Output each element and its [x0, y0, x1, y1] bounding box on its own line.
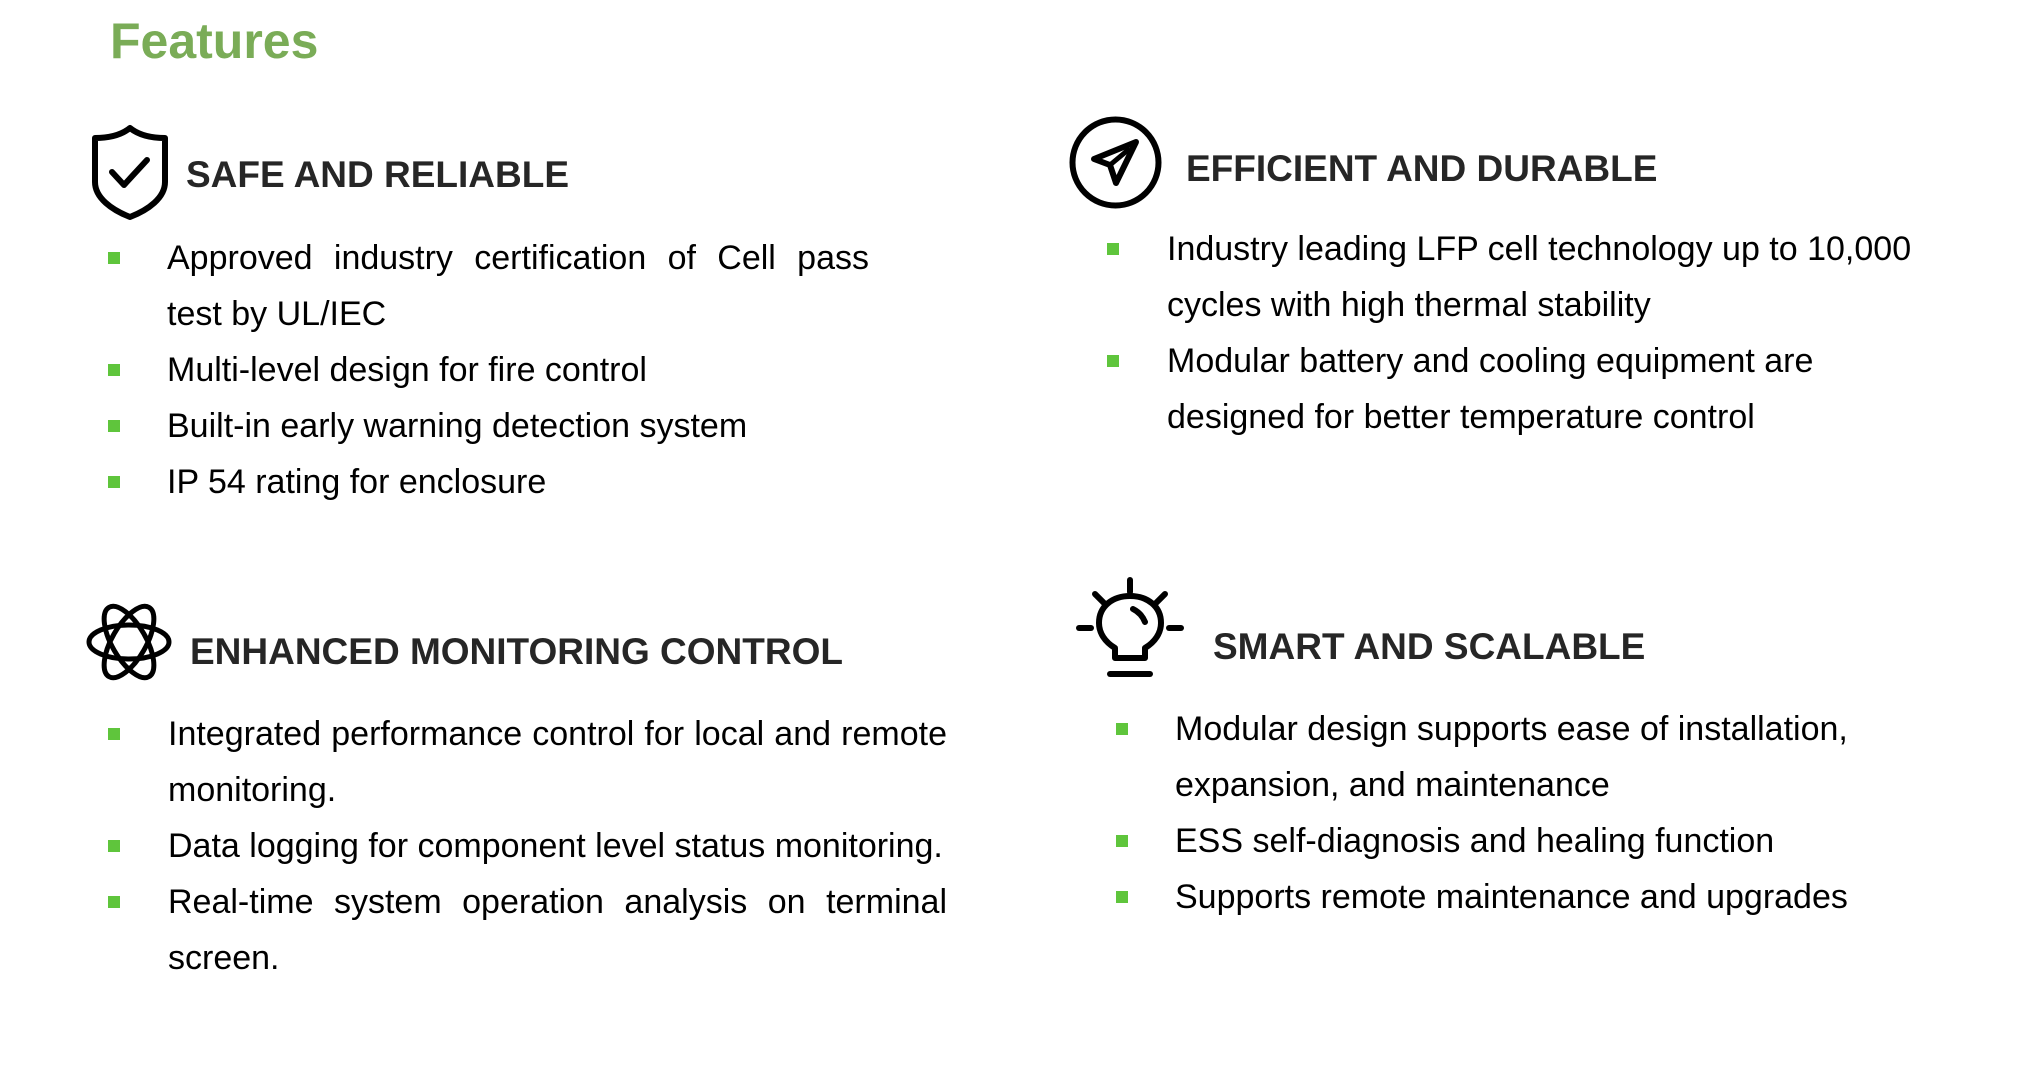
bullet-icon — [108, 896, 120, 908]
lightbulb-icon — [1076, 577, 1184, 677]
list-item: Industry leading LFP cell technology up … — [1107, 221, 1947, 333]
bullet-icon — [108, 840, 120, 852]
list-item: Built-in early warning detection system — [108, 398, 869, 454]
feature-list-efficient: Industry leading LFP cell technology up … — [1107, 221, 1947, 445]
bullet-icon — [108, 252, 120, 264]
bullet-icon — [1116, 723, 1128, 735]
feature-list-safe: Approved industry certification of Cell … — [108, 230, 869, 510]
list-item: ESS self-diagnosis and healing function — [1116, 813, 1956, 869]
section-title-safe: SAFE AND RELIABLE — [186, 154, 570, 195]
bullet-icon — [108, 476, 120, 488]
bullet-icon — [1107, 243, 1119, 255]
paper-plane-icon — [1069, 116, 1162, 209]
list-item: Supports remote maintenance and upgrades — [1116, 869, 1956, 925]
list-item: Multi-level design for fire control — [108, 342, 869, 398]
atom-icon — [86, 603, 172, 681]
section-title-efficient: EFFICIENT AND DURABLE — [1186, 148, 1658, 189]
list-item: Data logging for component level status … — [108, 818, 947, 874]
bullet-icon — [1107, 355, 1119, 367]
bullet-icon — [108, 420, 120, 432]
feature-list-smart: Modular design supports ease of installa… — [1116, 701, 1956, 925]
list-item: IP 54 rating for enclosure — [108, 454, 869, 510]
page-title: Features — [110, 13, 319, 69]
bullet-icon — [108, 728, 120, 740]
list-item: Approved industry certification of Cell … — [108, 230, 869, 342]
feature-list-monitoring: Integrated performance control for local… — [108, 706, 947, 986]
list-item: Integrated performance control for local… — [108, 706, 947, 818]
bullet-icon — [108, 364, 120, 376]
list-item: Real-time system operation analysis on t… — [108, 874, 947, 986]
section-title-monitoring: ENHANCED MONITORING CONTROL — [190, 631, 843, 672]
bullet-icon — [1116, 835, 1128, 847]
section-title-smart: SMART AND SCALABLE — [1213, 626, 1646, 667]
list-item: Modular battery and cooling equipment ar… — [1107, 333, 1947, 445]
list-item: Modular design supports ease of installa… — [1116, 701, 1956, 813]
bullet-icon — [1116, 891, 1128, 903]
shield-check-icon — [92, 125, 168, 220]
